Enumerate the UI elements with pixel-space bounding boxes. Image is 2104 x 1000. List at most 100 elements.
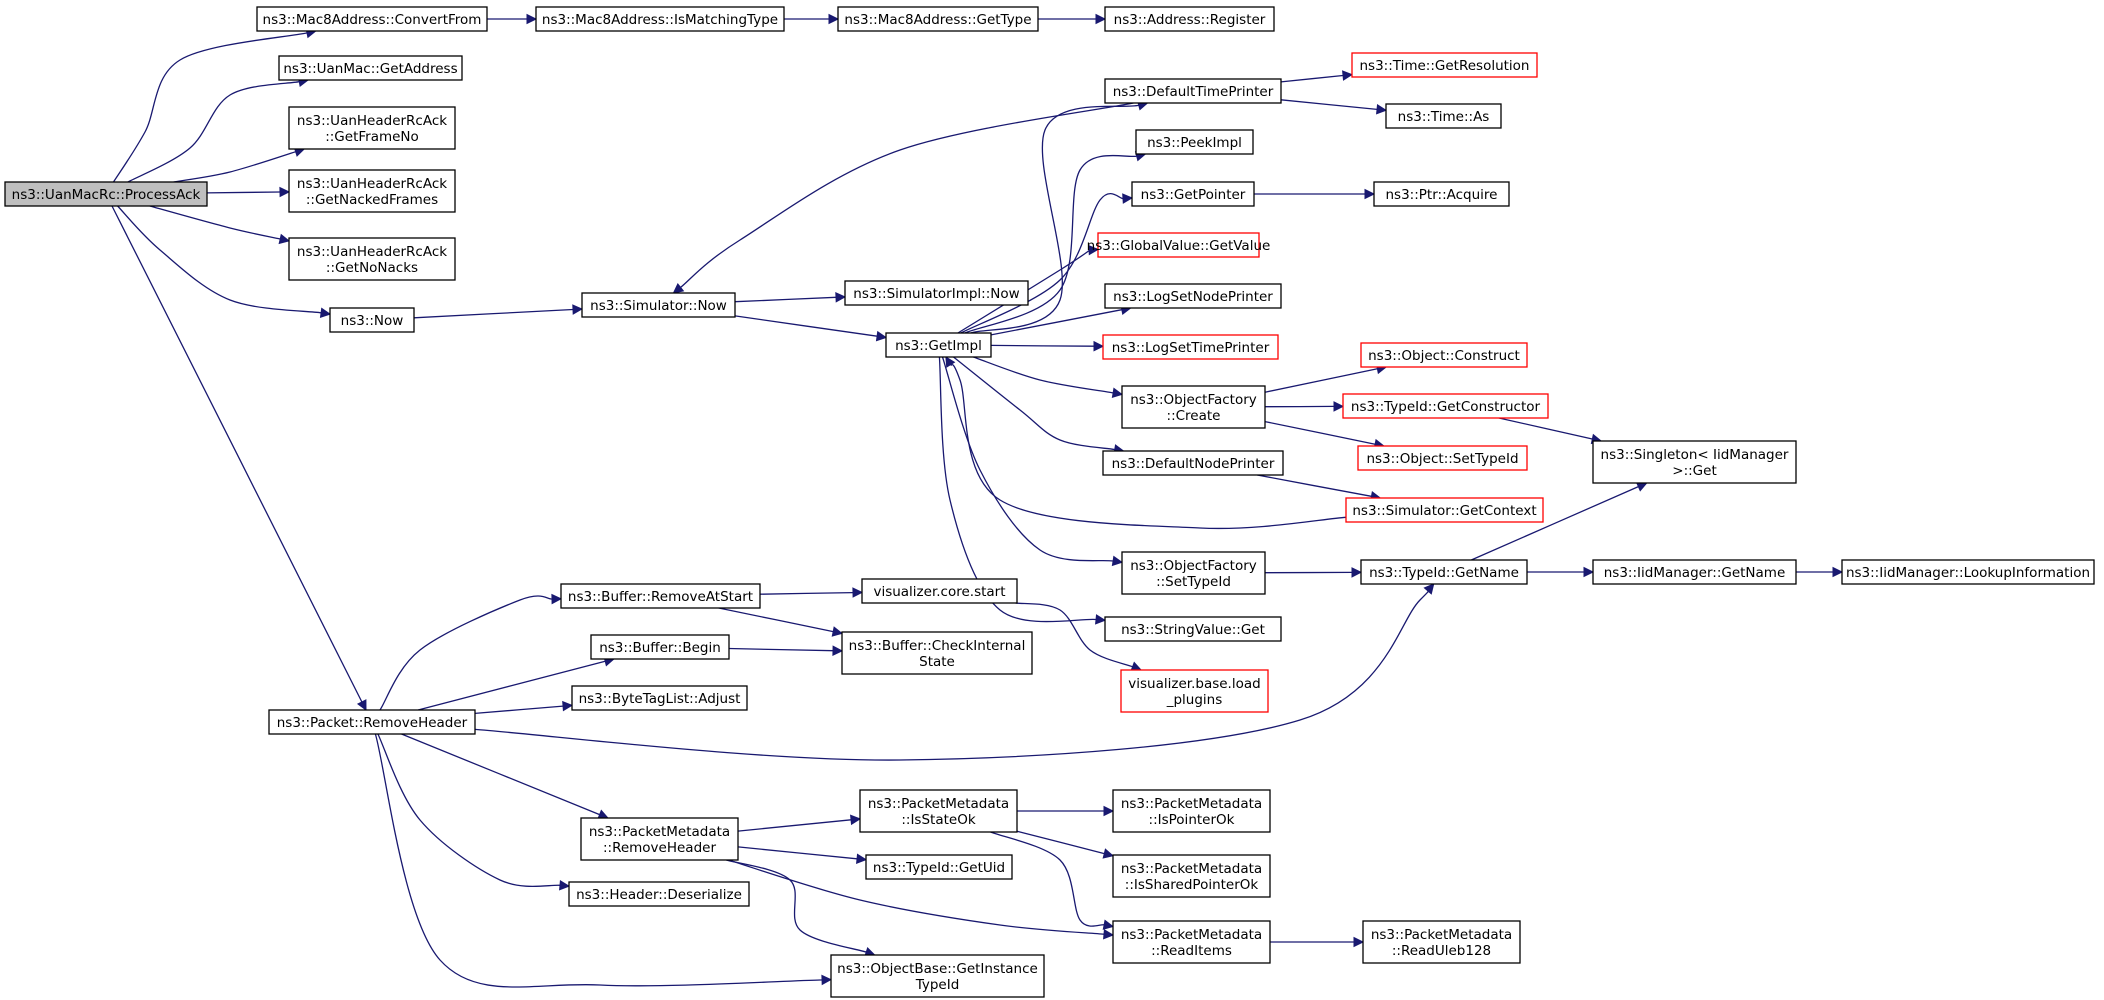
- graph-node[interactable]: ns3::SimulatorImpl::Now: [844, 280, 1029, 306]
- graph-node[interactable]: ns3::TypeId::GetUid: [865, 854, 1013, 880]
- node-label: ns3::PacketMetadata: [1121, 861, 1262, 877]
- edge-line: [960, 192, 1124, 334]
- edge-line: [990, 831, 1105, 927]
- arrowhead-icon: [1635, 481, 1648, 492]
- graph-node[interactable]: ns3::TypeId::GetName: [1360, 559, 1528, 585]
- graph-node[interactable]: ns3::UanMac::GetAddress: [278, 55, 463, 81]
- arrowhead-icon: [559, 879, 571, 891]
- node-label: ::IsSharedPointerOk: [1125, 877, 1259, 893]
- graph-node[interactable]: ns3::GetImpl: [885, 332, 992, 358]
- graph-node[interactable]: ns3::Buffer::Begin: [590, 634, 730, 660]
- node-label: ns3::Time::GetResolution: [1359, 58, 1529, 74]
- edge-line: [1280, 99, 1378, 111]
- arrowhead-icon: [821, 974, 833, 986]
- call-edge: [960, 192, 1134, 334]
- graph-node[interactable]: ns3::ObjectFactory::Create: [1121, 385, 1266, 429]
- arrowhead-icon: [1333, 401, 1345, 412]
- graph-node[interactable]: ns3::PacketMetadata::RemoveHeader: [580, 817, 739, 861]
- edge-line: [413, 308, 574, 319]
- node-label: _plugins: [1166, 692, 1223, 708]
- graph-node[interactable]: ns3::Time::As: [1385, 103, 1502, 129]
- edge-line: [1471, 486, 1639, 561]
- node-label: ns3::Mac8Address::IsMatchingType: [542, 12, 778, 28]
- graph-node[interactable]: ns3::UanHeaderRcAck::GetFrameNo: [288, 106, 456, 150]
- arrowhead-icon: [1095, 13, 1107, 25]
- graph-node[interactable]: ns3::GlobalValue::GetValue: [1087, 232, 1271, 258]
- graph-node[interactable]: ns3::Simulator::GetContext: [1345, 497, 1544, 523]
- edge-line: [737, 819, 852, 832]
- graph-node[interactable]: ns3::IidManager::GetName: [1592, 559, 1797, 585]
- node-box: [329, 307, 415, 333]
- graph-node[interactable]: ns3::PacketMetadata::IsSharedPointerOk: [1112, 854, 1271, 898]
- call-edge: [1038, 13, 1107, 25]
- graph-node[interactable]: ns3::UanHeaderRcAck::GetNoNacks: [288, 237, 456, 281]
- arrowhead-icon: [1102, 919, 1115, 930]
- node-box: [571, 685, 748, 711]
- arrowhead-icon: [1353, 936, 1365, 948]
- graph-node[interactable]: ns3::Object::SetTypeId: [1357, 445, 1528, 471]
- edge-line: [112, 32, 308, 183]
- arrowhead-icon: [1111, 387, 1124, 399]
- node-label: ::RemoveHeader: [603, 840, 716, 856]
- node-box: [590, 634, 730, 660]
- node-label: ns3::IidManager::GetName: [1604, 565, 1786, 581]
- graph-node[interactable]: ns3::StringValue::Get: [1104, 616, 1282, 642]
- graph-node[interactable]: ns3::PacketMetadata::IsStateOk: [859, 789, 1018, 833]
- graph-node[interactable]: ns3::UanMacRc::ProcessAck: [4, 181, 208, 207]
- arrowhead-icon: [1088, 244, 1100, 256]
- edge-line: [734, 315, 878, 337]
- graph-node[interactable]: visualizer.base.load_plugins: [1120, 669, 1269, 713]
- graph-node[interactable]: ns3::Ptr::Acquire: [1373, 181, 1510, 207]
- call-edge: [112, 27, 317, 183]
- call-edge: [734, 315, 888, 342]
- graph-node[interactable]: ns3::Buffer::RemoveAtStart: [560, 583, 761, 609]
- call-edge: [1016, 830, 1115, 859]
- graph-node[interactable]: ns3::DefaultNodePrinter: [1102, 450, 1284, 476]
- graph-node[interactable]: ns3::Singleton< IidManager >::Get: [1592, 440, 1797, 484]
- edge-line: [417, 660, 606, 711]
- graph-node[interactable]: ns3::Header::Deserialize: [568, 881, 750, 907]
- graph-node[interactable]: ns3::DefaultTimePrinter: [1104, 78, 1282, 104]
- graph-node[interactable]: ns3::Simulator::Now: [581, 292, 736, 318]
- graph-node[interactable]: ns3::IidManager::LookupInformation: [1841, 559, 2095, 585]
- arrowhead-icon: [832, 645, 844, 656]
- call-edge: [734, 292, 847, 303]
- graph-node[interactable]: ns3::ByteTagList::Adjust: [571, 685, 748, 711]
- graph-node[interactable]: ns3::LogSetNodePrinter: [1104, 283, 1282, 309]
- node-box: [1097, 232, 1260, 258]
- edge-line: [173, 151, 296, 183]
- graph-node[interactable]: ns3::Time::GetResolution: [1351, 52, 1538, 78]
- graph-node[interactable]: ns3::Address::Register: [1104, 6, 1275, 32]
- graph-node[interactable]: ns3::Mac8Address::IsMatchingType: [535, 6, 785, 32]
- graph-node[interactable]: ns3::ObjectFactory::SetTypeId: [1121, 551, 1266, 595]
- graph-node[interactable]: ns3::UanHeaderRcAck::GetNackedFrames: [288, 169, 456, 213]
- graph-node[interactable]: ns3::PacketMetadata::IsPointerOk: [1112, 789, 1271, 833]
- graph-node[interactable]: ns3::Now: [329, 307, 415, 333]
- graph-node[interactable]: ns3::Object::Construct: [1360, 342, 1528, 368]
- graph-node[interactable]: ns3::Mac8Address::ConvertFrom: [256, 6, 488, 32]
- edge-line: [759, 591, 854, 595]
- arrowhead-icon: [526, 13, 538, 25]
- call-edge: [672, 102, 1134, 294]
- node-label: ::IsPointerOk: [1149, 812, 1235, 828]
- graph-node[interactable]: ns3::Mac8Address::GetType: [837, 6, 1039, 32]
- node-label: ns3::Now: [341, 313, 404, 329]
- node-box: [865, 854, 1013, 880]
- graph-node[interactable]: ns3::GetPointer: [1131, 181, 1255, 207]
- graph-node[interactable]: visualizer.core.start: [861, 578, 1018, 604]
- call-edge: [127, 76, 310, 183]
- graph-node[interactable]: ns3::Packet::RemoveHeader: [268, 709, 476, 735]
- graph-node[interactable]: ns3::PacketMetadata::ReadItems: [1112, 920, 1271, 964]
- node-box: [830, 954, 1045, 998]
- graph-node[interactable]: ns3::LogSetTimePrinter: [1102, 334, 1279, 360]
- node-label: ns3::Mac8Address::GetType: [844, 12, 1031, 28]
- call-edge: [973, 356, 1124, 399]
- graph-node[interactable]: ns3::TypeId::GetConstructor: [1342, 393, 1549, 419]
- graph-node[interactable]: ns3::PeekImpl: [1135, 129, 1254, 155]
- edge-line: [728, 647, 834, 652]
- graph-node[interactable]: ns3::PacketMetadata::ReadUleb128: [1362, 920, 1521, 964]
- node-box: [844, 280, 1029, 306]
